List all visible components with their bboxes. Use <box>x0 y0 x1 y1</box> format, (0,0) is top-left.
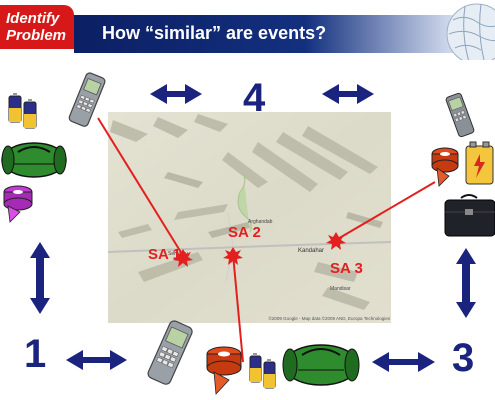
map-label-mandisar: Mandisar <box>330 286 351 292</box>
page-title: How “similar” are events? <box>102 23 327 43</box>
duffel-bag-icon <box>282 344 360 386</box>
number-4: 4 <box>243 76 266 120</box>
tape-roll-icon <box>3 185 33 223</box>
double-arrow-bottom-right <box>372 352 435 372</box>
event-label-sa3: SA 3 <box>330 260 363 277</box>
terrain-map[interactable]: Arghandab Senjaray Kandahar Mandisar ©20… <box>108 112 391 323</box>
event-label-sa1: SA 1 <box>148 246 181 263</box>
tape-roll-icon <box>206 346 242 395</box>
cell-phone-icon <box>147 320 193 385</box>
event-label-sa2: SA 2 <box>228 224 261 241</box>
map-label-arghandab: Arghandab <box>248 219 273 225</box>
globe-icon <box>446 3 495 60</box>
briefcase-icon <box>444 194 495 237</box>
badge-line2: Problem <box>6 27 67 44</box>
double-arrow-top-right <box>322 84 374 104</box>
batteries-icon <box>8 93 37 129</box>
title-bar: How “similar” are events? <box>74 15 495 53</box>
slide-header: Identify Problem How “similar” are event… <box>0 0 495 60</box>
batteries-icon <box>249 353 276 389</box>
number-1: 1 <box>24 332 47 376</box>
double-arrow-top-left <box>150 84 202 104</box>
map-attribution: ©2009 Google - Map data ©2009 AND, Europ… <box>269 315 391 321</box>
duffel-bag-icon <box>1 142 67 178</box>
double-arrow-right-vertical <box>456 248 476 318</box>
badge-line1: Identify <box>6 10 60 27</box>
battery-pack-icon <box>465 141 494 185</box>
tape-roll-icon <box>431 147 459 187</box>
cell-phone-icon <box>68 72 106 127</box>
number-3: 3 <box>452 336 475 380</box>
cell-phone-icon <box>445 92 475 138</box>
section-badge: Identify Problem <box>0 5 74 49</box>
double-arrow-left-vertical <box>30 242 50 314</box>
double-arrow-bottom-left <box>66 350 127 370</box>
map-label-kandahar: Kandahar <box>298 248 324 254</box>
